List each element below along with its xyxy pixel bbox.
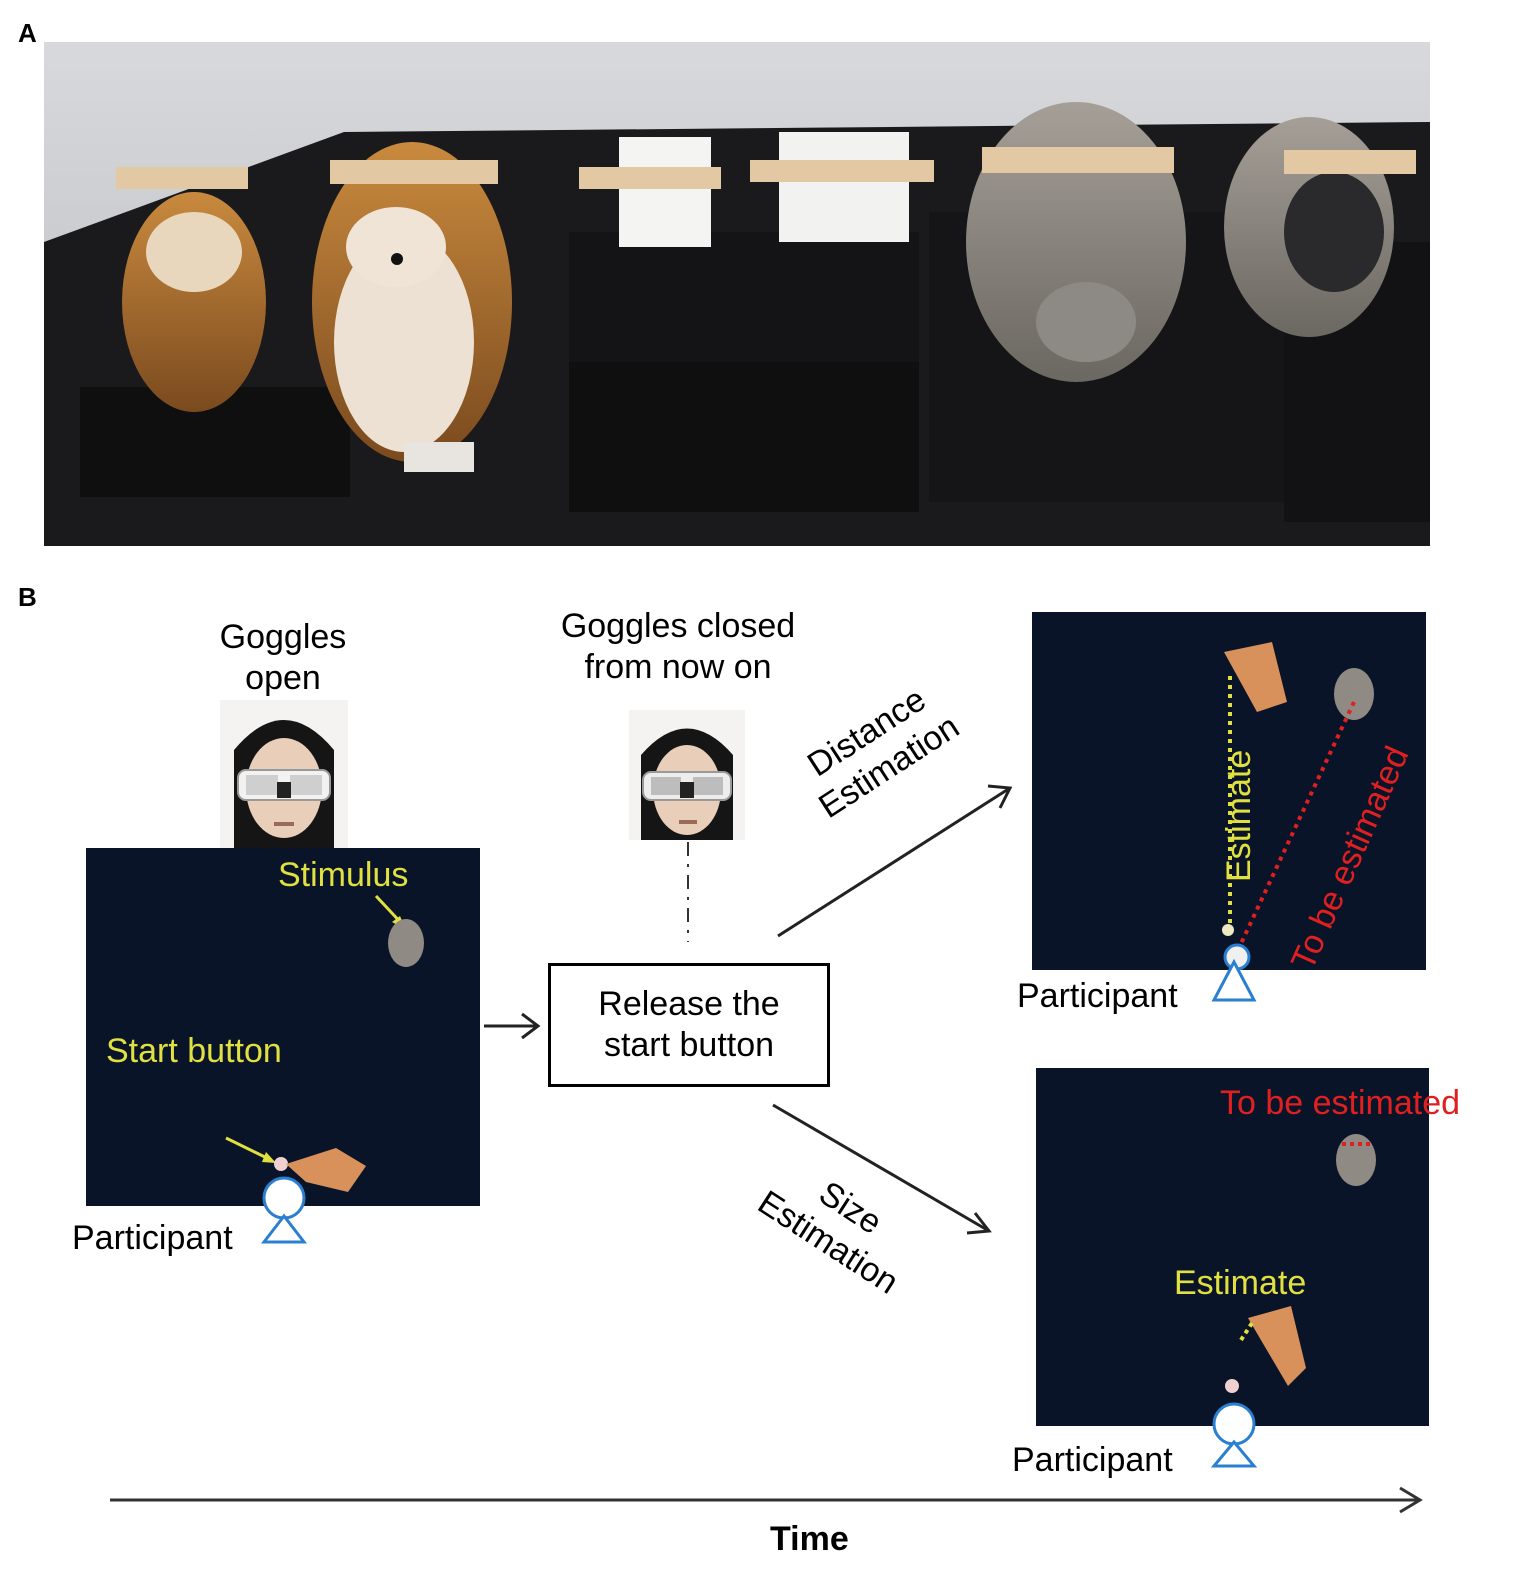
size-hand — [1248, 1306, 1306, 1386]
distance-hand — [1224, 642, 1287, 712]
goggles-closed-label: Goggles closed from now on — [523, 606, 833, 688]
participant-icon-size — [1210, 1402, 1258, 1468]
clay-block-large — [750, 132, 934, 242]
setup-scene — [225, 894, 424, 1192]
start-button-label: Start button — [106, 1032, 282, 1070]
release-start-button-box: Release the start button — [548, 963, 830, 1087]
distance-estimate-label: Estimate — [1220, 749, 1258, 882]
participant-icon-distance — [1211, 958, 1257, 1002]
participant-label-distance: Participant — [1017, 977, 1178, 1015]
goggles-closed-line2: from now on — [584, 647, 772, 686]
start-button-arrowhead — [262, 1152, 276, 1163]
distance-target-hamster — [1334, 668, 1374, 720]
chipmunk-large — [312, 142, 512, 472]
time-axis-arrow — [110, 1486, 1423, 1514]
goggles-closed-line1: Goggles closed — [560, 607, 796, 645]
panel-label-b: B — [18, 582, 37, 612]
hamster-small — [1224, 117, 1416, 337]
distance-scene — [1222, 642, 1374, 970]
size-estimation-panel: To be estimated Estimate — [1036, 1068, 1460, 1426]
release-line2: start button — [603, 1026, 775, 1064]
size-to-be-estimated-label: To be estimated — [1220, 1084, 1461, 1122]
participant-icon-setup — [260, 1176, 308, 1244]
distance-estimation-panel: Estimate To be estimated — [1032, 612, 1426, 975]
participant-label-size: Participant — [1012, 1441, 1173, 1479]
stimulus-hamster — [388, 919, 424, 967]
clay-block-small — [579, 137, 721, 247]
distance-estimation-arrow — [777, 784, 1013, 938]
size-start-button — [1225, 1379, 1239, 1393]
hand — [286, 1148, 366, 1192]
release-line1: Release the — [598, 985, 780, 1024]
chipmunk-small — [116, 167, 266, 412]
participant-label-setup: Participant — [72, 1219, 233, 1257]
time-label: Time — [770, 1520, 849, 1558]
setup-panel: Stimulus Start button — [86, 848, 480, 1206]
to-be-estimated-line — [1236, 701, 1356, 951]
size-estimation-arrow — [772, 1103, 992, 1235]
panel-label-a: A — [18, 18, 37, 48]
goggles-open-label: Goggles open — [183, 617, 383, 699]
hamster-large — [966, 102, 1186, 382]
arrow-to-release — [484, 1012, 541, 1040]
size-scene — [1225, 1134, 1376, 1393]
goggles-open-line1: Goggles — [219, 618, 347, 656]
goggles-open-line2: open — [245, 658, 321, 697]
animal-stimuli-photo — [44, 42, 1430, 546]
dash-dot-connector — [687, 842, 689, 942]
stimulus-label: Stimulus — [278, 856, 409, 894]
size-target-hamster — [1336, 1134, 1376, 1186]
start-button — [274, 1157, 288, 1171]
participant-photo-goggles-open — [220, 700, 348, 848]
participant-photo-goggles-closed — [629, 710, 745, 840]
size-estimate-label: Estimate — [1174, 1264, 1307, 1302]
